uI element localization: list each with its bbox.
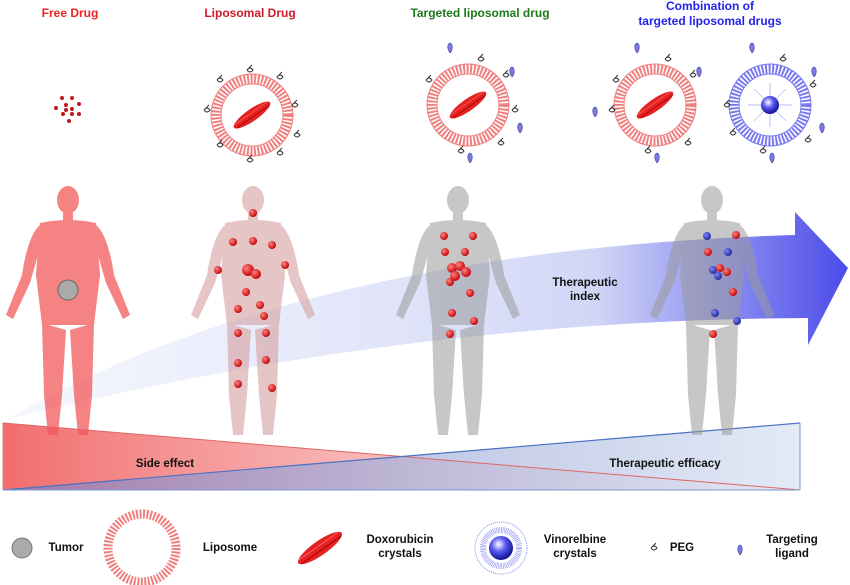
vinorelbine-crystals-icon xyxy=(474,521,528,575)
therapeutic-efficacy-label: Therapeutic efficacy xyxy=(609,458,721,470)
liposome-icon xyxy=(103,509,181,585)
title-combination-line1: Combination of xyxy=(666,0,754,13)
legend-vinorelbine-line1: Vinorelbine xyxy=(543,534,607,546)
legend-targeting-ligand-label: Targeting ligand xyxy=(752,533,832,561)
therapeutic-index-label: Therapeutic index xyxy=(540,276,630,304)
liposome-doxorubicin xyxy=(203,64,301,163)
tumor xyxy=(57,279,79,301)
peg-icon xyxy=(650,542,658,551)
title-combination-line2: targeted liposomal drugs xyxy=(638,14,782,28)
legend-peg-label: PEG xyxy=(669,542,695,554)
combination-drug-distribution xyxy=(703,231,741,338)
title-free-drug: Free Drug xyxy=(41,6,99,20)
targeting-ligand-icon xyxy=(737,544,743,556)
title-liposomal-drug: Liposomal Drug xyxy=(204,6,296,20)
legend-doxorubicin-line2: crystals xyxy=(378,548,422,560)
title-combination: Combination of targeted liposomal drugs xyxy=(600,0,820,29)
legend-vinorelbine-label: Vinorelbine crystals xyxy=(535,533,615,561)
therapeutic-index-line2: index xyxy=(569,291,601,303)
combination-liposome-doxorubicin xyxy=(592,42,702,164)
targeted-drug-distribution xyxy=(440,232,478,338)
legend-vinorelbine-line2: crystals xyxy=(553,548,597,560)
therapeutic-index-arrow xyxy=(5,212,848,420)
free-drug-molecules xyxy=(54,96,81,123)
liposomal-drug-distribution xyxy=(214,209,289,392)
legend-doxorubicin-label: Doxorubicin crystals xyxy=(360,533,440,561)
legend-targeting-ligand-line1: Targeting xyxy=(766,534,818,546)
legend-doxorubicin-line1: Doxorubicin xyxy=(366,534,434,546)
targeted-liposome-doxorubicin xyxy=(426,42,523,164)
therapeutic-index-line1: Therapeutic xyxy=(552,277,618,289)
combination-liposome-vinorelbine xyxy=(723,42,825,164)
side-effect-label: Side effect xyxy=(135,458,195,470)
legend-targeting-ligand-line2: ligand xyxy=(775,548,809,560)
title-targeted-liposomal-drug: Targeted liposomal drug xyxy=(410,6,550,20)
legend-tumor-label: Tumor xyxy=(48,542,84,554)
legend-liposome-label: Liposome xyxy=(202,542,258,554)
balance-bar xyxy=(2,422,801,491)
tumor-icon xyxy=(11,537,33,559)
doxorubicin-crystals-icon xyxy=(293,526,347,570)
